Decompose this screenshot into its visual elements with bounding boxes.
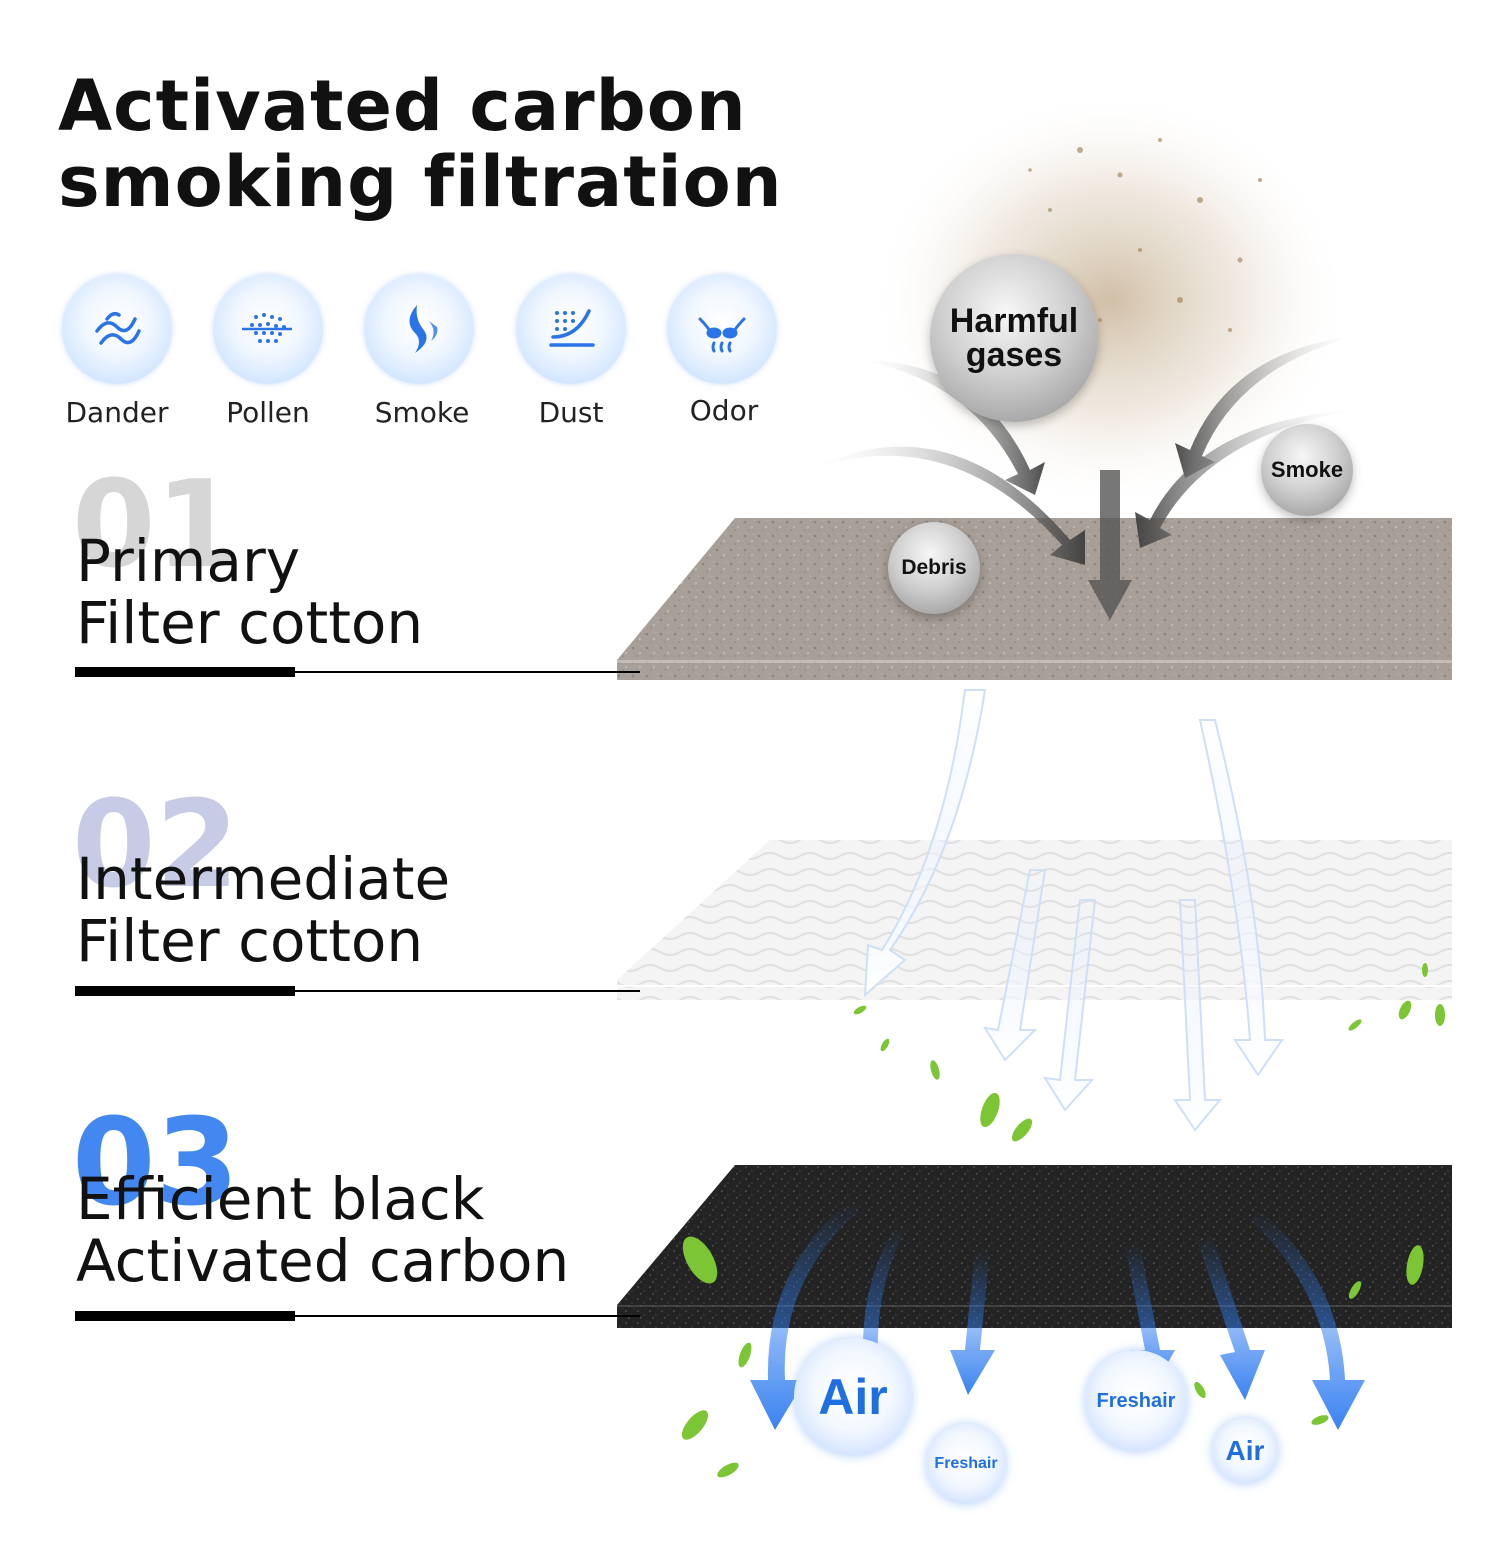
smoke-bubble: Smoke (1261, 424, 1353, 516)
harmful-gases-bubble: Harmful gases (930, 254, 1098, 422)
harmful-line-2: gases (965, 336, 1063, 374)
air-large-label: Air (818, 1369, 888, 1425)
freshair-left-label: Freshair (934, 1455, 998, 1472)
odor-icon (667, 274, 777, 384)
dander-icon (62, 274, 172, 384)
activated-carbon-layer (617, 1165, 1452, 1328)
page-title: Activated carbon smoking filtration (58, 68, 783, 220)
title-line-2: smoking filtration (58, 141, 783, 223)
odor-label: Odor (689, 394, 759, 427)
layer-1-line-2: Filter cotton (76, 589, 424, 657)
layer-1-line (295, 671, 640, 673)
freshair-bubble-left: Freshair (926, 1424, 1006, 1504)
debris-bubble: Debris (888, 522, 980, 614)
layer-1-line-1: Primary (76, 527, 301, 595)
layer-3-line (295, 1315, 640, 1317)
layer-2-line (295, 990, 640, 992)
dust-icon (516, 274, 626, 384)
freshair-bubble-right: Freshair (1085, 1350, 1187, 1452)
smoke-bubble-label: Smoke (1270, 457, 1344, 482)
harmful-line-1: Harmful (949, 302, 1079, 340)
air-small-label: Air (1225, 1435, 1265, 1466)
layer-3-line-2: Activated carbon (76, 1227, 570, 1295)
layer-2-name: Intermediate Filter cotton (76, 848, 450, 972)
layer-3-name: Efficient black Activated carbon (76, 1168, 569, 1292)
pollen-label: Pollen (226, 396, 310, 429)
layer-2-rule (75, 986, 295, 996)
layer-3-rule (75, 1311, 295, 1321)
dust-label: Dust (538, 396, 604, 429)
dander-label: Dander (65, 396, 169, 429)
title-line-1: Activated carbon (58, 65, 747, 147)
pollen-icon (213, 274, 323, 384)
smoke-label: Smoke (374, 396, 470, 429)
airflow-white-arrows (863, 689, 1284, 1132)
layer-3-line-1: Efficient black (76, 1165, 485, 1233)
layer-number-01: 01 (72, 456, 239, 595)
layer-1-name: Primary Filter cotton (76, 530, 423, 654)
dust-particles (1028, 138, 1262, 332)
smoke-icon (364, 274, 474, 384)
freshair-right-label: Freshair (1096, 1389, 1176, 1412)
layer-number-02: 02 (72, 776, 239, 915)
primary-filter-layer (617, 518, 1452, 680)
layer-1-rule (75, 667, 295, 677)
air-bubble-large: Air (794, 1338, 912, 1456)
layer-2-line-2: Filter cotton (76, 907, 424, 975)
layer-2-line-1: Intermediate (76, 845, 451, 913)
layer-number-03: 03 (72, 1094, 239, 1233)
air-bubble-small: Air (1212, 1418, 1278, 1484)
debris-bubble-label: Debris (901, 556, 967, 579)
green-leaves (681, 963, 1445, 1478)
